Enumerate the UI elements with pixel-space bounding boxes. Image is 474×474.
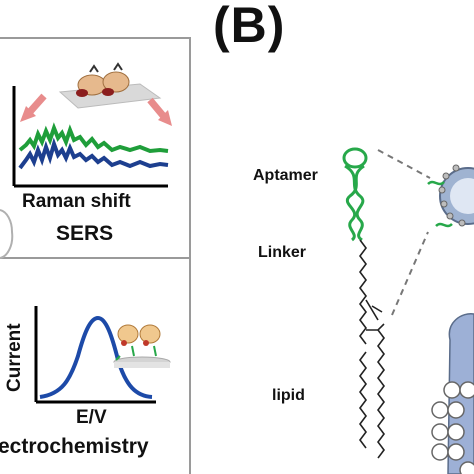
sers-x-axis-label: Raman shift [22, 191, 131, 212]
panel-label: (B) [213, 0, 286, 53]
lipid-connector-dash [391, 231, 429, 316]
membrane-protein-illustration [431, 313, 474, 474]
linker-lipid-chain [359, 239, 385, 459]
sers-axes [12, 86, 168, 188]
aptamer-connector-dash [377, 149, 431, 179]
linker-label: Linker [258, 244, 307, 261]
ec-axes [34, 306, 156, 404]
sers-method-label: SERS [56, 222, 114, 245]
sers-spectrum-blue [18, 137, 169, 170]
electrode-illustration [113, 324, 171, 368]
sers-spectrum-green [18, 122, 169, 154]
ec-method-label: ectrochemistry [0, 435, 149, 458]
ec-y-axis-label: Current [4, 323, 25, 392]
aptamer-helix [342, 147, 368, 242]
left-panel-frame [0, 37, 191, 474]
ec-voltammogram-curve [39, 315, 153, 399]
sers-substrate-illustration [20, 62, 172, 126]
ec-x-axis-label: E/V [76, 407, 107, 428]
aptamer-label: Aptamer [253, 167, 318, 184]
vesicle-illustration [427, 164, 474, 228]
lipid-label: lipid [272, 387, 305, 404]
